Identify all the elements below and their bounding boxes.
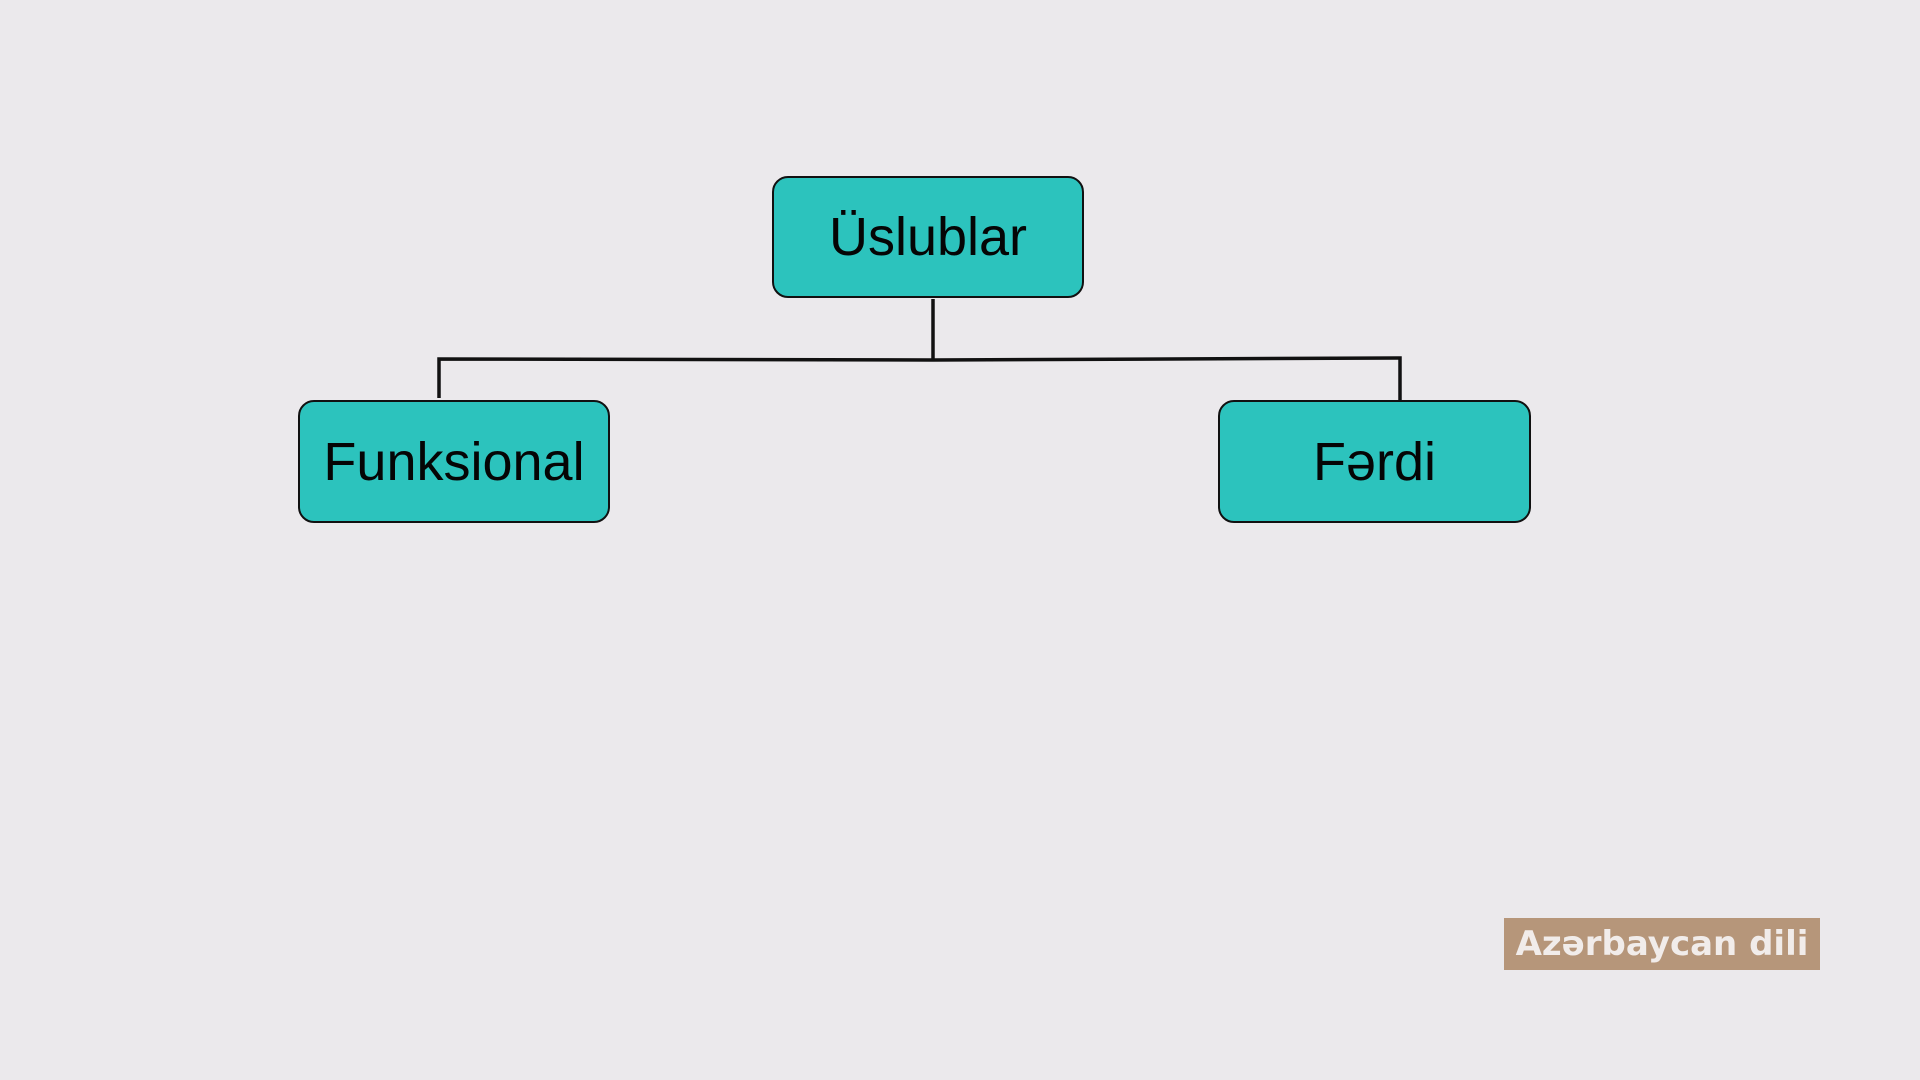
connector-horizontal	[437, 356, 1402, 400]
node-label: Funksional	[323, 431, 585, 492]
node-label: Üslublar	[828, 207, 1028, 267]
node-label: Fərdi	[1312, 431, 1437, 492]
node-ferdi: Fərdi	[1218, 400, 1531, 523]
node-funksional: Funksional	[298, 400, 610, 523]
subject-badge: Azərbaycan dili	[1504, 918, 1820, 970]
node-uslublar: Üslublar	[772, 176, 1084, 298]
badge-label: Azərbaycan dili	[1515, 924, 1809, 964]
